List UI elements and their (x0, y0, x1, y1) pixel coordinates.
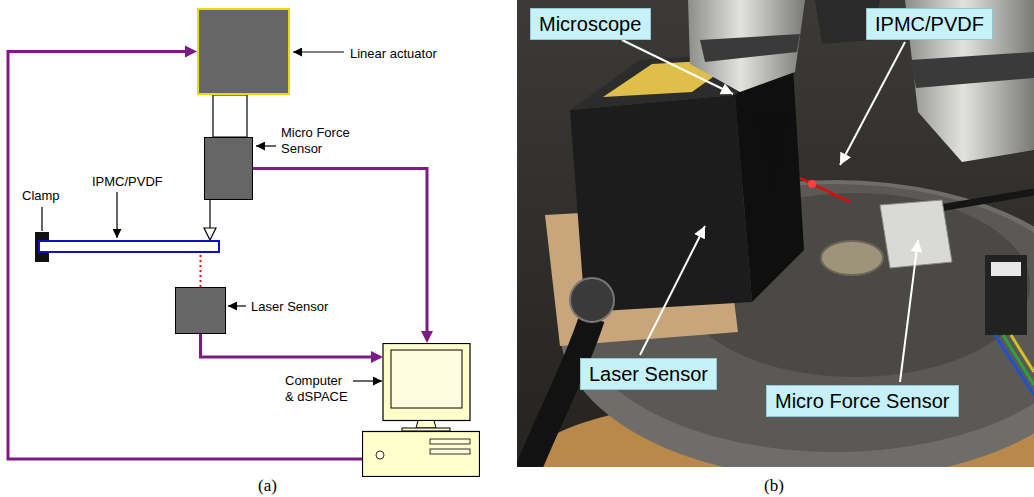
signal-wire (253, 169, 433, 344)
probe-arrow-line (209, 200, 210, 230)
pointer-arrow (640, 226, 705, 355)
sensor-rod (928, 192, 1034, 210)
arrow-head (185, 46, 197, 58)
label-text: Micro Force Sensor (775, 389, 950, 413)
part-label: IPMC/PVDF (92, 174, 163, 190)
photo-label: Laser Sensor (580, 358, 717, 390)
control-wire (8, 46, 362, 460)
actuator-beam: IPMC/PVDF (38, 240, 220, 253)
label-text: Laser Sensor (589, 362, 708, 386)
connector-sticker (991, 262, 1021, 276)
laser-sensor-box: Laser Sensor (175, 287, 226, 334)
probe-arrow (204, 200, 216, 240)
wire (995, 335, 1034, 395)
ipmc-tip (808, 180, 816, 188)
signal-wire-line (201, 334, 374, 357)
sensor-connector (985, 255, 1027, 335)
wire (1011, 335, 1034, 372)
computer-node: Computer & dSPACE (362, 343, 480, 477)
actuator-box: Linear actuator (197, 8, 290, 95)
sensor-cable (528, 318, 592, 467)
part-label: Laser Sensor (251, 299, 328, 315)
arrow-head (421, 331, 433, 343)
leader-arrow (228, 305, 246, 306)
lens-band (910, 52, 1034, 88)
signal-wire (201, 334, 384, 363)
arrow-head (371, 351, 383, 363)
part-label: Micro Force Sensor (281, 125, 361, 157)
leader-arrow (353, 380, 382, 381)
leader-arrow (116, 192, 117, 238)
pointer-arrow (622, 40, 733, 94)
force-sensor-box: Micro Force Sensor (204, 137, 253, 200)
photo-label: IPMC/PVDF (866, 8, 993, 40)
label-text: Microscope (539, 12, 641, 36)
part-label: Computer & dSPACE (285, 373, 349, 405)
lens-band (700, 34, 800, 62)
part-label: Clamp (22, 188, 60, 204)
leader-arrow (293, 51, 344, 52)
arrow-head (204, 228, 216, 240)
actuator-rod (213, 95, 247, 137)
panel-label: (a) (258, 476, 277, 496)
coin (821, 241, 883, 275)
photo-label: Microscope (530, 8, 651, 40)
label-text: IPMC/PVDF (875, 12, 984, 36)
pointer-arrow (840, 42, 905, 165)
microscope-lens (688, 0, 805, 92)
laser-beam-line (200, 253, 202, 287)
laser-beam (200, 253, 201, 287)
cable-connector (570, 278, 614, 322)
part-label: Linear actuator (350, 46, 437, 62)
leader-arrow (256, 145, 276, 146)
leader-line (41, 207, 42, 231)
probe-tip (755, 110, 788, 192)
photo-content (517, 0, 1034, 467)
computer-icon (362, 343, 480, 477)
ipmc-strip (800, 178, 850, 202)
wire (1003, 335, 1034, 385)
actuator-rod-line (213, 95, 247, 137)
control-wire-line (8, 52, 362, 460)
photo-label: Micro Force Sensor (766, 385, 959, 417)
pointer-arrow (900, 240, 918, 382)
panel-label: (b) (764, 476, 784, 496)
